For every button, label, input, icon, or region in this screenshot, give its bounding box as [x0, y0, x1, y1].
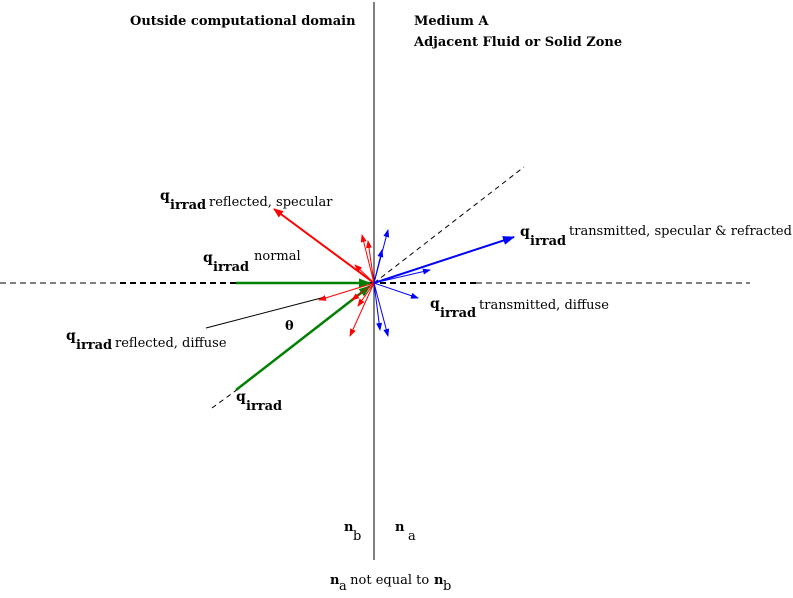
svg-text:transmitted, diffuse: transmitted, diffuse: [479, 298, 609, 313]
svg-text:reflected, specular: reflected, specular: [209, 195, 333, 210]
svg-text:normal: normal: [254, 249, 301, 264]
diffuse-reflected-arrow: [318, 282, 375, 301]
diffuse-reflected-arrow: [357, 282, 375, 307]
reflected-diffuse-label: q irrad reflected, diffuse: [66, 328, 227, 353]
theta-label: θ: [285, 319, 294, 334]
svg-text:n: n: [434, 573, 444, 588]
diffuse-reflected-arrow: [349, 282, 375, 337]
svg-text:n: n: [395, 520, 405, 535]
transmitted-specular-label: q irrad transmitted, specular & refracte…: [520, 224, 792, 249]
svg-text:b: b: [443, 579, 451, 593]
svg-text:n: n: [344, 520, 354, 535]
svg-text:q: q: [160, 188, 170, 204]
svg-text:q: q: [66, 328, 76, 344]
diffuse-transmitted-arrow: [373, 282, 419, 299]
svg-text:irrad: irrad: [530, 234, 566, 249]
svg-text:irrad: irrad: [213, 260, 249, 275]
diffuse-transmitted-arrow: [373, 282, 390, 337]
medium-a-label: Medium A: [414, 14, 489, 29]
diffuse-reflected-arrow: [360, 234, 375, 284]
svg-text:q: q: [520, 224, 530, 240]
svg-text:a: a: [339, 579, 347, 593]
diffuse-reflected-arrow: [351, 282, 375, 301]
reflected-specular-label: q irrad reflected, specular: [160, 188, 333, 213]
normal-label: q irrad normal: [203, 249, 301, 275]
svg-text:transmitted, specular & refrac: transmitted, specular & refracted: [569, 224, 792, 239]
incident-label: q irrad: [236, 389, 282, 414]
diffuse-reflected-arrow: [366, 240, 375, 284]
index-relation-label: n a not equal to n b: [330, 573, 451, 594]
incident-arrow: [235, 285, 371, 391]
svg-text:irrad: irrad: [440, 306, 476, 321]
diffuse-leader-line: [205, 296, 326, 329]
outside-domain-label: Outside computational domain: [130, 14, 356, 29]
reflected-specular-arrow: [273, 208, 375, 284]
n-a-label: n a: [395, 520, 416, 544]
svg-text:a: a: [408, 529, 416, 544]
refracted-dashed-line: [373, 166, 525, 284]
svg-text:irrad: irrad: [246, 399, 282, 414]
svg-text:n: n: [330, 573, 340, 588]
svg-text:b: b: [353, 529, 361, 544]
svg-text:reflected, diffuse: reflected, diffuse: [115, 336, 227, 351]
n-b-label: n b: [344, 520, 361, 544]
transmitted-specular-arrow: [373, 236, 515, 284]
transmitted-diffuse-label: q irrad transmitted, diffuse: [430, 296, 609, 321]
diffuse-transmitted-arrow: [373, 282, 383, 331]
svg-text:q: q: [430, 296, 440, 312]
incident-dashed-line: [211, 388, 239, 409]
svg-text:q: q: [203, 250, 213, 266]
svg-text:not equal to: not equal to: [346, 573, 433, 588]
diffuse-transmitted-arrow: [373, 249, 384, 284]
adjacent-zone-label: Adjacent Fluid or Solid Zone: [413, 35, 622, 50]
diffuse-reflected-arrow: [354, 264, 375, 284]
svg-text:irrad: irrad: [170, 198, 206, 213]
svg-text:irrad: irrad: [76, 338, 112, 353]
svg-text:q: q: [236, 389, 246, 405]
diffuse-transmitted-arrow: [373, 268, 431, 284]
